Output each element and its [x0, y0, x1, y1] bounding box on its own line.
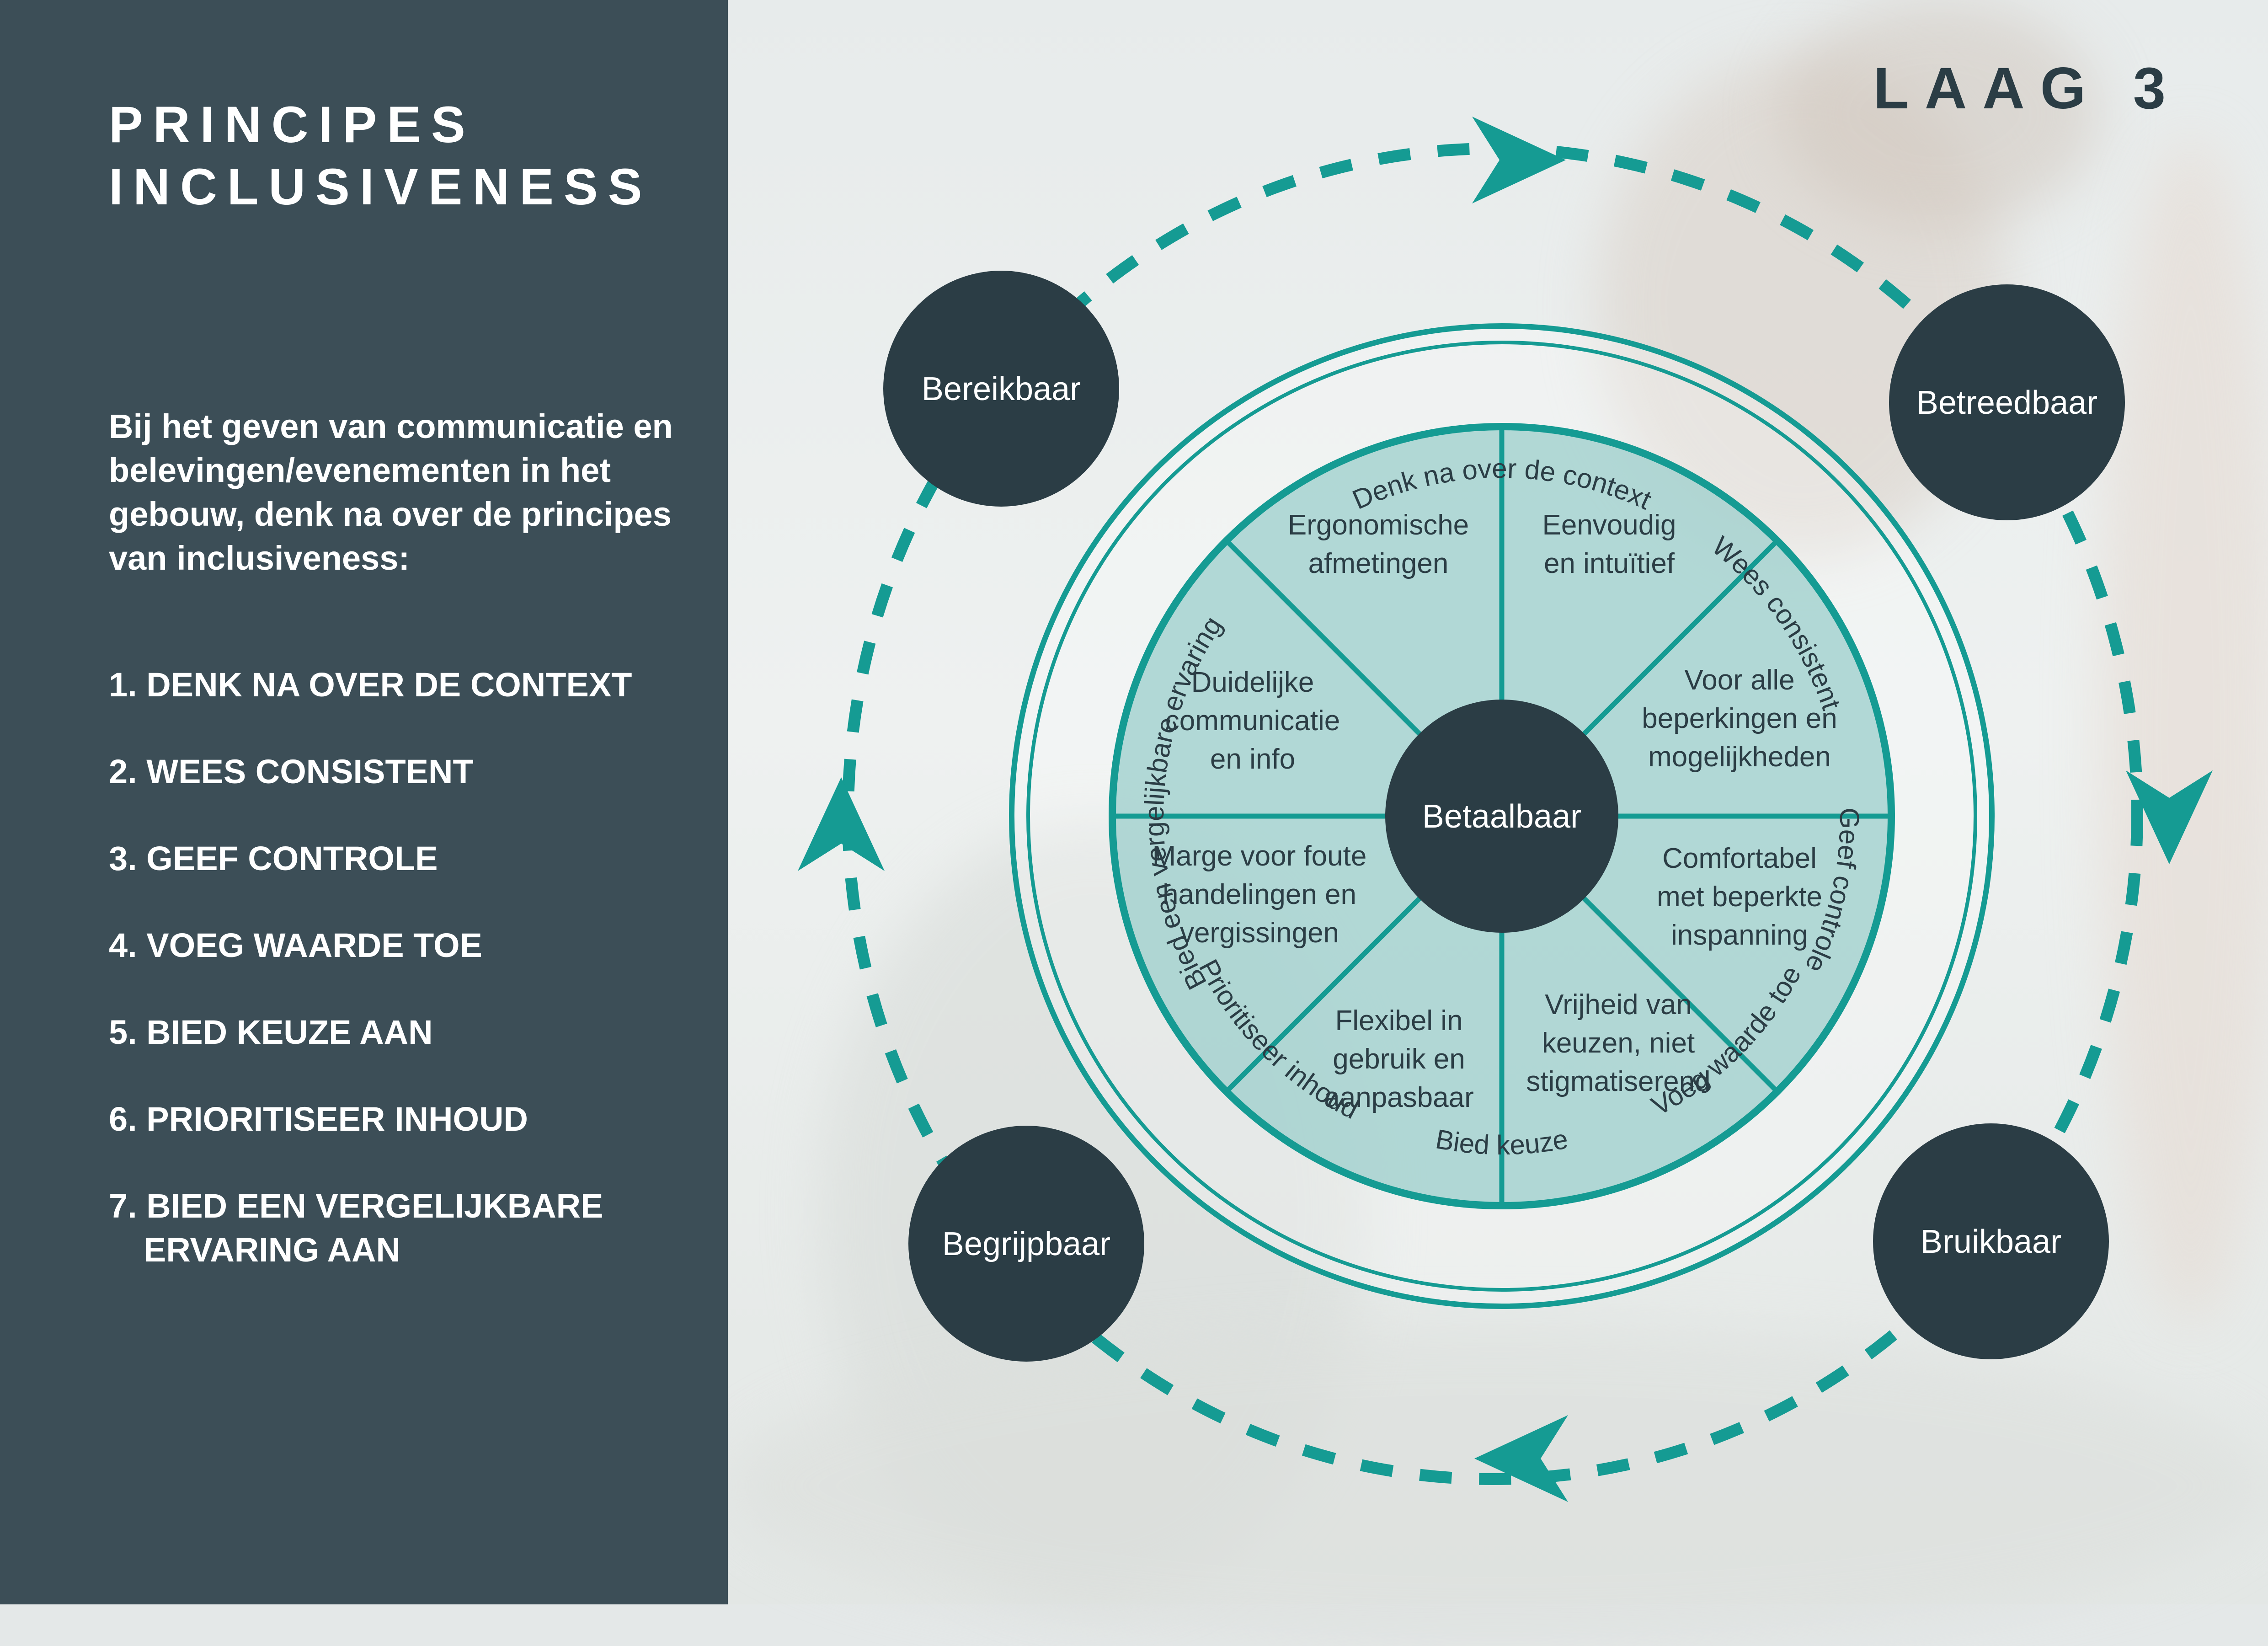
principle-item: 3. GEEF CONTROLE [109, 839, 438, 877]
photo-table-blur [728, 1326, 2268, 1646]
svg-text:Begrijpbaar: Begrijpbaar [942, 1226, 1110, 1262]
corner-bruikbaar: Bruikbaar [1873, 1123, 2109, 1359]
outer-ring-inner-line [1026, 341, 1977, 1292]
photo-arm-blur [2099, 137, 2268, 1326]
principle-item: 5. BIED KEUZE AAN [109, 1013, 433, 1051]
principles-list: 1. DENK NA OVER DE CONTEXT 2. WEES CONSI… [109, 663, 738, 1315]
principle-item: 6. PRIORITISEER INHOUD [109, 1100, 528, 1138]
center-label: Betaalbaar [1422, 798, 1581, 835]
corner-betreedbaar: Betreedbaar [1889, 284, 2125, 520]
corner-begrijpbaar: Begrijpbaar [908, 1126, 1144, 1362]
principle-item: 2. WEES CONSISTENT [109, 753, 474, 791]
arrow-left-icon [1474, 1415, 1568, 1502]
sidebar: PRINCIPES INCLUSIVENESS Bij het geven va… [0, 0, 728, 1604]
principle-item: 4. VOEG WAARDE TOE [109, 926, 482, 964]
cycle-dashed-path [842, 143, 2143, 1485]
svg-text:Betreedbaar: Betreedbaar [1916, 385, 2097, 421]
corner-bereikbaar: Bereikbaar [883, 271, 1119, 507]
arrow-right-icon [1472, 117, 1566, 203]
principle-item: 7. BIED EEN VERGELIJKBARE ERVARING AAN [109, 1187, 603, 1269]
arrow-up-icon [798, 777, 885, 871]
center-circle [1385, 700, 1618, 933]
layer-label: LAAG 3 [1873, 56, 2181, 121]
principle-item: 1. DENK NA OVER DE CONTEXT [109, 666, 632, 704]
arrow-down-icon [2126, 770, 2213, 864]
page-title: PRINCIPES INCLUSIVENESS [109, 96, 652, 215]
svg-text:Bruikbaar: Bruikbaar [1921, 1224, 2061, 1260]
intro-text: Bij het geven van communicatie en belevi… [109, 407, 673, 577]
svg-text:Bereikbaar: Bereikbaar [922, 371, 1081, 407]
photo-hair-blur [1779, 0, 2099, 229]
